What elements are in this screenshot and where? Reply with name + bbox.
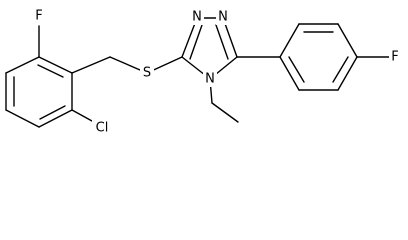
bond-ar1-c1-c2-double [37,64,64,78]
atom-label-n-ring-bottom: N [205,72,215,87]
atom-f-phenyl: F [389,49,401,65]
atom-s-thioether: S [140,65,154,81]
bond-ar1-c6-cl [71,109,93,122]
atom-label-n-top-left: N [192,10,202,25]
atom-f-benzyl: F [33,8,45,24]
bond-c3-n1-double [189,24,203,60]
atom-n-top-left: N [190,9,204,25]
bond-n2-c5-double [215,24,229,60]
atom-label-s-thioether: S [143,66,151,81]
bond-ar1-c5-c6 [38,109,73,128]
bond-ar2-c1-c2 [279,23,300,58]
atom-n-ring-bottom: N [203,71,217,87]
atom-label-f-phenyl: F [391,50,398,65]
atom-cl: Cl [92,120,111,136]
bond-ar1-c2-c3 [5,56,40,74]
atom-label-f-benzyl: F [35,9,42,24]
bond-ar2-c3-c4 [337,23,358,58]
atom-label-cl: Cl [96,121,109,136]
bond-ar1-c4-c5 [5,109,40,128]
bond-ch2-ch3 [211,102,239,123]
bond-ar1-c5-c6-double [39,105,66,120]
bond-ar2-c6-c1 [279,56,300,91]
atom-labels: N N N S F Cl F [33,8,401,136]
atom-n-top-right: N [216,9,230,25]
bond-ar2-c4-c5 [337,56,358,91]
bond-ar2-c4-c5-double [332,56,349,83]
chemical-structure-diagram: N N N S F Cl F [5,8,401,136]
bond-ar1-c1-c2 [38,56,73,74]
bond-ar2-c6-c1-double [288,56,305,83]
bonds [5,17,390,128]
atom-label-n-top-right: N [218,10,228,25]
bond-ch2-aryl [71,56,111,74]
